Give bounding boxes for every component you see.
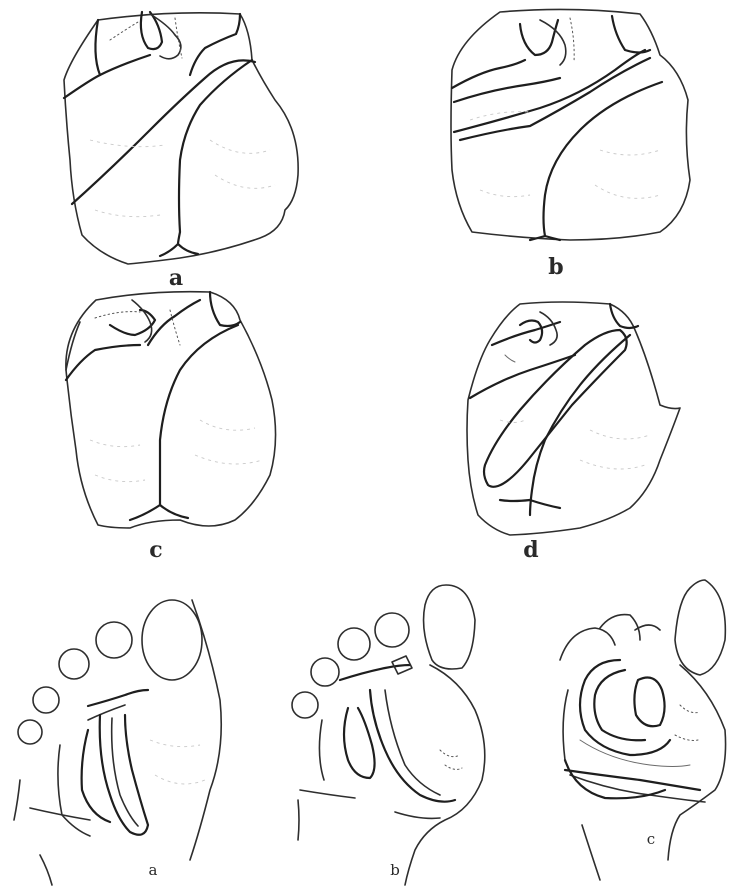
lower-c-left-edge [563, 690, 568, 760]
lower-b-sole-line [300, 790, 355, 798]
lower-a-pad-outer [58, 745, 90, 836]
lower-a-toe-bridge-1 [88, 690, 148, 706]
lower-c-label: c [647, 830, 655, 848]
upper-c-band [66, 345, 140, 380]
lower-a-sole-line [30, 808, 90, 820]
upper-c-outline [66, 292, 276, 528]
upper-d-stub [505, 355, 515, 362]
upper-a-bottom-split [160, 244, 198, 256]
upper-c-sulcus-dot [95, 312, 140, 318]
upper-b-band-bottom [454, 78, 560, 102]
upper-a-small-curve [95, 20, 100, 75]
upper-a-band-top [64, 55, 150, 98]
lower-b-toe-3 [338, 628, 370, 660]
upper-b-inner-curve [454, 50, 645, 132]
lower-c-inner-pad [634, 678, 664, 727]
upper-b-sulcus-dot [570, 18, 574, 62]
upper-c-bottom-split [130, 505, 188, 520]
lower-a-sole-outline [14, 600, 221, 885]
lower-a-toe-4 [33, 687, 59, 713]
lower-a-toe-5 [18, 720, 42, 744]
lower-b-sole-outline [298, 665, 485, 885]
upper-a-right-arc [178, 60, 252, 244]
upper-d-band-mid [470, 355, 575, 398]
lower-b-toe-2 [375, 613, 409, 647]
lower-c-inner-line [580, 740, 690, 767]
upper-a-right-wall [190, 14, 240, 75]
lower-a-toe-big [142, 600, 202, 680]
lower-figure-c: c [560, 580, 726, 880]
lower-b-pad-loop [344, 708, 375, 778]
upper-a-label: a [169, 265, 183, 291]
lower-c-hallux [675, 580, 725, 675]
upper-d-right-wall [610, 304, 638, 328]
upper-c-right-arc [160, 325, 238, 505]
upper-d-loop [484, 330, 627, 487]
lower-a-label: a [149, 861, 158, 879]
lower-b-inner-arc [370, 690, 455, 802]
upper-b-right-arc [544, 82, 663, 236]
upper-b-label: b [548, 254, 563, 280]
lower-figure-a: a [14, 600, 221, 885]
lower-a-toe-3 [59, 649, 89, 679]
upper-b-notch [520, 20, 558, 55]
upper-b-band-top [452, 60, 525, 88]
lower-a-toe-2 [96, 622, 132, 658]
upper-d-band-top [492, 322, 560, 345]
lower-b-label: b [390, 861, 400, 879]
lower-b-inner-arc-2 [385, 690, 440, 795]
lower-b-toe-5 [292, 692, 318, 718]
upper-d-label: d [523, 537, 538, 563]
lower-c-toes [560, 615, 660, 660]
upper-c-notch [110, 310, 155, 335]
upper-d-right-arc [530, 335, 630, 515]
upper-figure-d: d [467, 302, 680, 563]
upper-c-diagonal [148, 300, 200, 345]
lower-b-toe-4 [311, 658, 339, 686]
upper-a-sulcus-left [110, 22, 138, 40]
lower-figure-b: b [292, 585, 485, 885]
lower-b-pad-left [319, 720, 324, 780]
upper-b-outline [451, 9, 690, 240]
upper-figure-a: a [64, 12, 298, 291]
lower-a-inner-loop [100, 715, 148, 835]
lower-b-heel-line [395, 812, 440, 818]
upper-figure-b: b [451, 9, 690, 280]
lower-b-hallux [424, 585, 475, 669]
lower-a-toe-bridge-2 [88, 705, 125, 720]
upper-figure-c: c [66, 292, 276, 563]
upper-c-label: c [149, 537, 162, 563]
upper-a-notch [141, 12, 162, 49]
